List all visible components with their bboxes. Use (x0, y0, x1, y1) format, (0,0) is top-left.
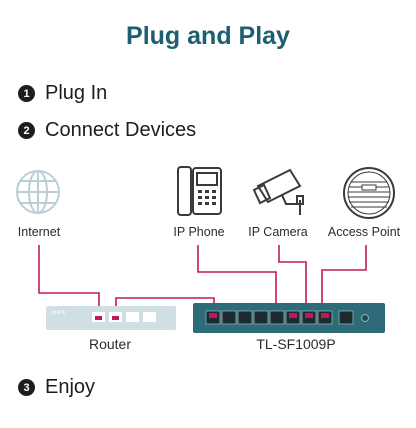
power-jack (361, 314, 369, 322)
step-text: Enjoy (45, 376, 96, 398)
access-point-label: Access Point (328, 225, 401, 239)
router-port (126, 312, 139, 322)
switch-port (221, 310, 237, 325)
step-text: Plug In (45, 82, 108, 104)
switch-port (269, 310, 285, 325)
switch-label: TL-SF1009P (256, 336, 335, 352)
access-point-icon (343, 167, 395, 219)
step-number: 1 (18, 85, 35, 102)
step-connect-devices: 2 Connect Devices (18, 119, 196, 142)
router-brand: tp-link (52, 310, 66, 316)
camera-icon (252, 168, 304, 215)
ip-phone-label: IP Phone (173, 225, 224, 239)
switch-port (253, 310, 269, 325)
router-port (143, 312, 156, 322)
switch-port (237, 310, 253, 325)
cable-ip-phone (197, 245, 277, 316)
switch-port (338, 310, 354, 325)
switch-port (301, 310, 317, 325)
step-number: 3 (18, 379, 35, 396)
page-title: Plug and Play (126, 22, 290, 50)
step-enjoy: 3 Enjoy (18, 376, 95, 399)
step-number: 2 (18, 122, 35, 139)
router-label: Router (89, 336, 131, 352)
switch-port (205, 310, 221, 325)
switch-port (285, 310, 301, 325)
step-plug-in: 1 Plug In (18, 82, 107, 105)
switch-port (317, 310, 333, 325)
cable-access-point (321, 245, 367, 316)
ip-phone-icon (177, 166, 222, 216)
ip-camera-label: IP Camera (248, 225, 308, 239)
globe-icon (16, 170, 60, 214)
cable-internet-router (38, 245, 100, 316)
switch-device (193, 303, 385, 333)
router-port (92, 312, 105, 322)
step-text: Connect Devices (45, 119, 197, 141)
cable-ip-camera (278, 245, 307, 316)
router-device: tp-link (46, 306, 176, 330)
router-port (109, 312, 122, 322)
internet-label: Internet (18, 225, 61, 239)
